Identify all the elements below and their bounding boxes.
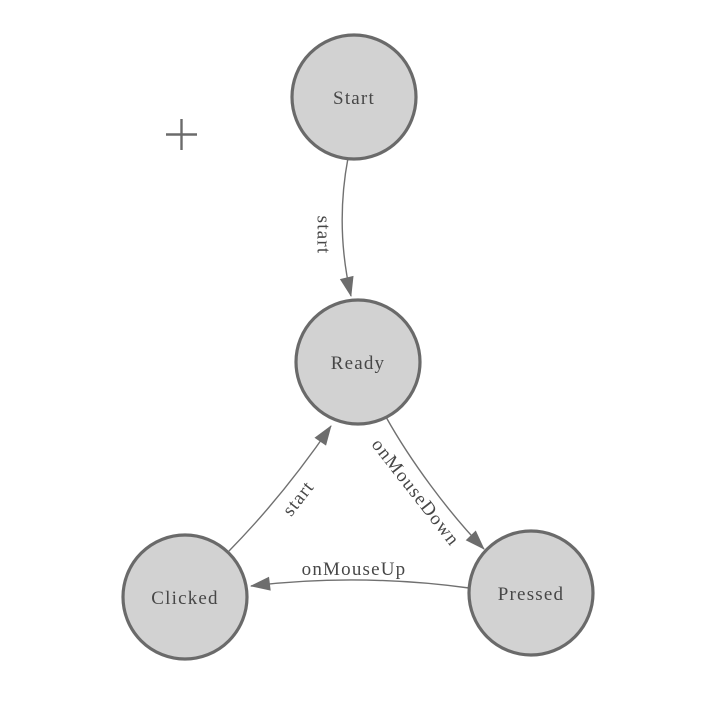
edge-pressed-to-clicked-path[interactable] xyxy=(250,576,470,591)
edge-clicked-to-ready-label: start xyxy=(278,477,318,520)
edge-start-to-ready-path[interactable] xyxy=(339,157,354,297)
node-pressed-label: Pressed xyxy=(498,584,564,605)
edge-ready-to-pressed-path[interactable] xyxy=(385,416,485,550)
node-clicked-label: Clicked xyxy=(151,588,219,609)
edge-pressed-to-clicked-label: onMouseUp xyxy=(302,559,407,580)
node-ready[interactable]: Ready xyxy=(294,298,422,426)
node-clicked[interactable]: Clicked xyxy=(121,533,249,661)
node-start[interactable]: Start xyxy=(290,33,418,161)
edge-clicked-to-ready[interactable]: start xyxy=(228,425,332,552)
node-clicked-circle[interactable] xyxy=(121,533,249,661)
node-ready-circle[interactable] xyxy=(294,298,422,426)
node-start-circle[interactable] xyxy=(290,33,418,161)
edge-start-to-ready-label: start xyxy=(313,216,334,255)
node-ready-label: Ready xyxy=(331,353,386,374)
node-start-label: Start xyxy=(333,88,375,109)
edge-ready-to-pressed[interactable]: onMouseDown xyxy=(367,416,485,551)
node-pressed-circle[interactable] xyxy=(467,529,595,657)
edge-clicked-to-ready-path[interactable] xyxy=(228,425,332,552)
edge-ready-to-pressed-label: onMouseDown xyxy=(367,435,464,551)
node-pressed[interactable]: Pressed xyxy=(467,529,595,657)
edge-pressed-to-clicked[interactable]: onMouseUp xyxy=(250,559,470,591)
edge-start-to-ready[interactable]: start xyxy=(313,157,354,297)
crosshair-icon xyxy=(166,119,197,150)
